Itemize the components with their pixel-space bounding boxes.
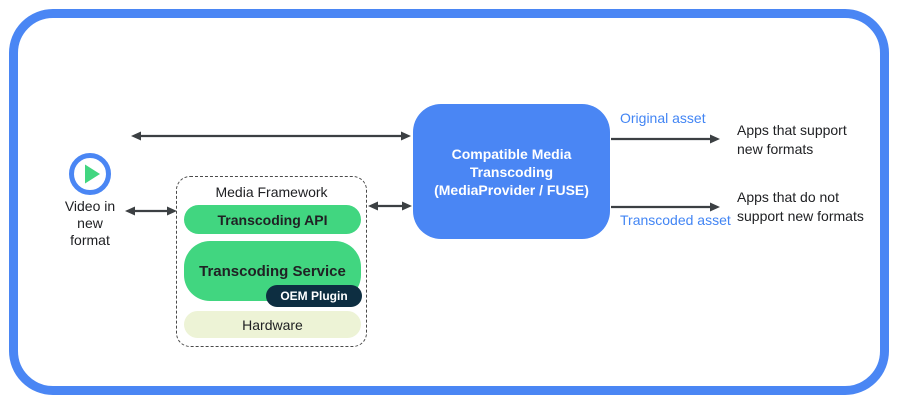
oem-plugin-pill: OEM Plugin — [266, 285, 362, 307]
arrow-source-transcoder — [131, 131, 411, 141]
arrow-video-framework — [125, 206, 177, 216]
transcoded-asset-label: Transcoded asset — [620, 212, 731, 228]
media-framework-title: Media Framework — [215, 184, 328, 200]
arrow-transcoded-asset — [611, 202, 720, 212]
compatible-media-transcoding-label: Compatible Media Transcoding (MediaProvi… — [434, 145, 589, 198]
video-source-label: Video in new format — [64, 198, 116, 248]
apps-no-support-text: Apps that do not support new formats — [737, 189, 864, 224]
transcoding-api-pill: Transcoding API — [184, 205, 361, 234]
hardware-pill: Hardware — [184, 311, 361, 338]
original-asset-label: Original asset — [620, 110, 706, 126]
arrow-original-asset — [611, 134, 720, 144]
apps-support-text: Apps that support new formats — [737, 122, 847, 157]
media-framework-box: Media Framework Transcoding API Transcod… — [176, 176, 367, 347]
outer-border — [9, 9, 889, 395]
compatible-media-transcoding-box: Compatible Media Transcoding (MediaProvi… — [413, 104, 610, 239]
play-icon — [69, 153, 111, 195]
arrow-framework-transcoder — [368, 201, 412, 211]
